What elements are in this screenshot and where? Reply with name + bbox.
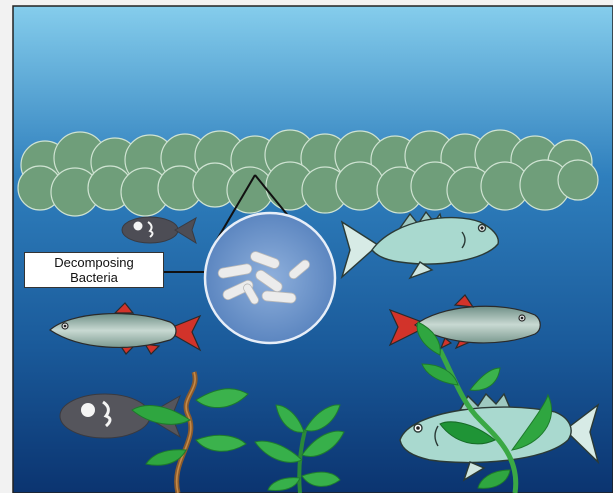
decomposing-bacteria-label: Decomposing Bacteria xyxy=(24,252,164,288)
label-line-2: Bacteria xyxy=(70,270,118,285)
algae-bloom xyxy=(18,130,598,216)
bacteria-magnifier-circle xyxy=(205,213,335,343)
label-line-1: Decomposing xyxy=(54,255,134,270)
